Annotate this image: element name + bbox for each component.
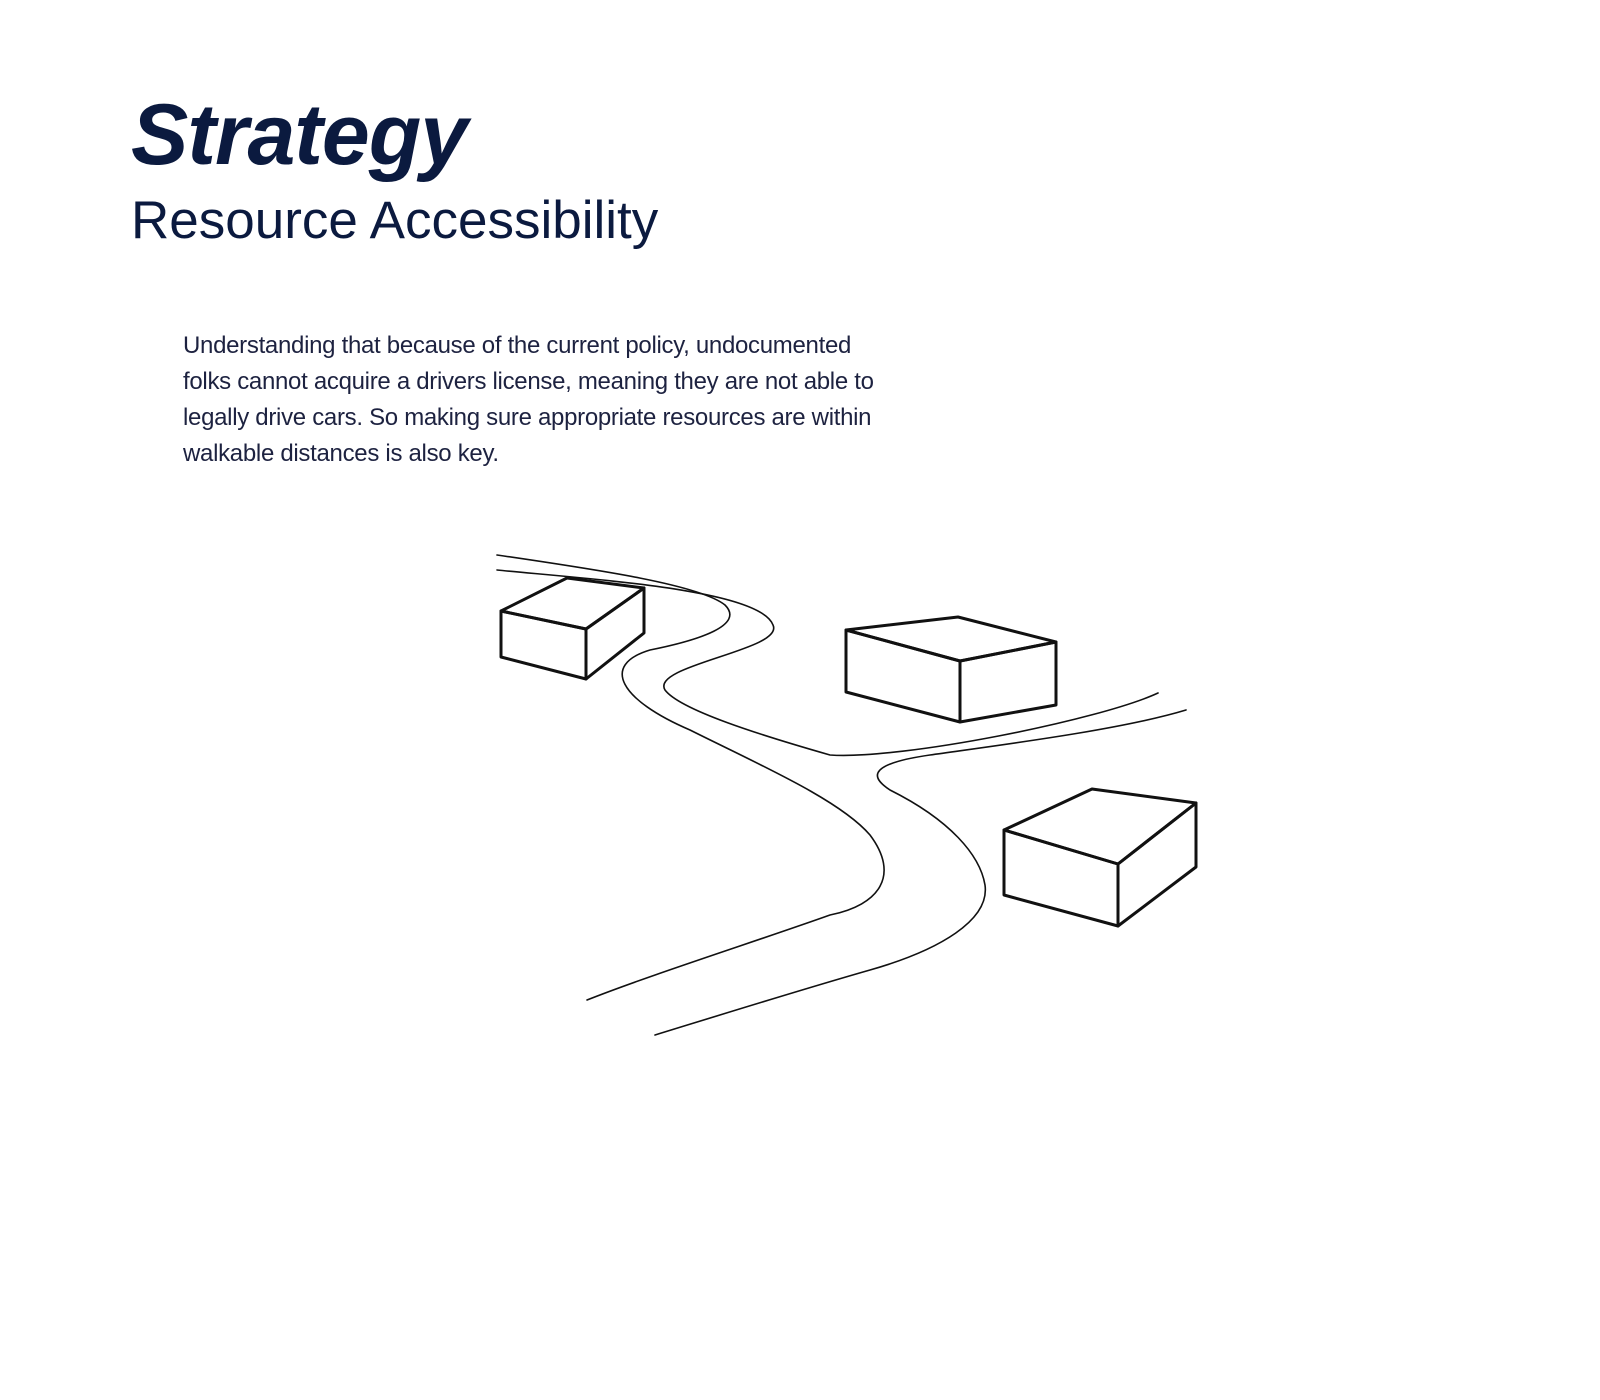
building-1 bbox=[499, 576, 646, 681]
body-paragraph: Understanding that because of the curren… bbox=[183, 332, 874, 467]
road-left-edge bbox=[496, 554, 885, 1001]
page-title: Strategy bbox=[131, 87, 468, 183]
building-3 bbox=[1002, 787, 1198, 928]
road-right-edge bbox=[496, 569, 1159, 757]
building-2 bbox=[844, 615, 1058, 724]
road-branch-edge bbox=[654, 709, 1187, 1036]
page-subtitle: Resource Accessibility bbox=[131, 191, 659, 250]
